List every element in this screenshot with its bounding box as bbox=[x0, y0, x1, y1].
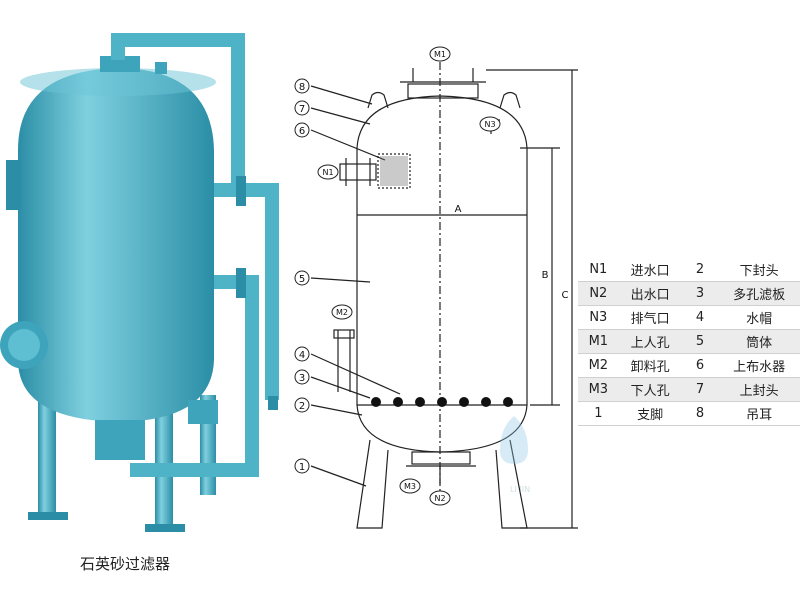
callout-4: 4 bbox=[299, 350, 305, 361]
callout-7: 7 bbox=[299, 104, 305, 115]
technical-drawing: 8 7 6 5 4 3 2 1 M1 N3 N1 M2 M3 N2 A B C bbox=[294, 46, 578, 529]
port-n2: N2 bbox=[434, 494, 445, 503]
dim-c: C bbox=[562, 290, 569, 301]
callout-2: 2 bbox=[299, 401, 305, 412]
watermark: LI JIN bbox=[500, 416, 530, 494]
legend-name: 进水口 bbox=[618, 258, 682, 282]
legend-name2: 吊耳 bbox=[718, 401, 800, 426]
port-n1: N1 bbox=[322, 168, 333, 177]
dim-b: B bbox=[542, 270, 549, 281]
dim-a: A bbox=[455, 204, 462, 215]
callout-8: 8 bbox=[299, 82, 305, 93]
legend-num: 3 bbox=[681, 281, 719, 306]
legend-name2: 下封头 bbox=[718, 258, 800, 282]
callout-5: 5 bbox=[299, 274, 305, 285]
legend-code: N1 bbox=[578, 258, 619, 282]
port-m3: M3 bbox=[404, 482, 416, 491]
port-m2: M2 bbox=[336, 308, 348, 317]
shell-outline bbox=[356, 95, 528, 453]
port-n3: N3 bbox=[484, 120, 495, 129]
legend-name: 卸料孔 bbox=[618, 353, 682, 378]
legend-num: 2 bbox=[681, 258, 719, 282]
legend-name2: 筒体 bbox=[718, 329, 800, 354]
legend-code: N3 bbox=[578, 305, 619, 330]
legend-num: 6 bbox=[681, 353, 719, 378]
legend-name: 出水口 bbox=[618, 281, 682, 306]
port-m1: M1 bbox=[434, 50, 446, 59]
legend-num: 8 bbox=[681, 401, 719, 426]
callout-6: 6 bbox=[299, 126, 305, 137]
legend-code: M3 bbox=[578, 377, 619, 402]
legend-num: 7 bbox=[681, 377, 719, 402]
legend-name: 排气口 bbox=[618, 305, 682, 330]
legend-name2: 上布水器 bbox=[718, 353, 800, 378]
legend-code: N2 bbox=[578, 281, 619, 306]
legend-name2: 上封头 bbox=[718, 377, 800, 402]
callout-1: 1 bbox=[299, 462, 305, 473]
legend-name2: 水帽 bbox=[718, 305, 800, 330]
watermark-text: LI JIN bbox=[510, 485, 530, 494]
photo-caption: 石英砂过滤器 bbox=[80, 555, 171, 573]
legend-code: M1 bbox=[578, 329, 619, 354]
legend-code: 1 bbox=[578, 401, 619, 426]
legend-code: M2 bbox=[578, 353, 619, 378]
legend-name: 支脚 bbox=[618, 401, 682, 426]
callout-3: 3 bbox=[299, 373, 305, 384]
legend-name: 上人孔 bbox=[618, 329, 682, 354]
legend-num: 4 bbox=[681, 305, 719, 330]
legend-name: 下人孔 bbox=[618, 377, 682, 402]
legend-name2: 多孔滤板 bbox=[718, 281, 800, 306]
legend-num: 5 bbox=[681, 329, 719, 354]
filter-tank-photo bbox=[0, 33, 279, 532]
